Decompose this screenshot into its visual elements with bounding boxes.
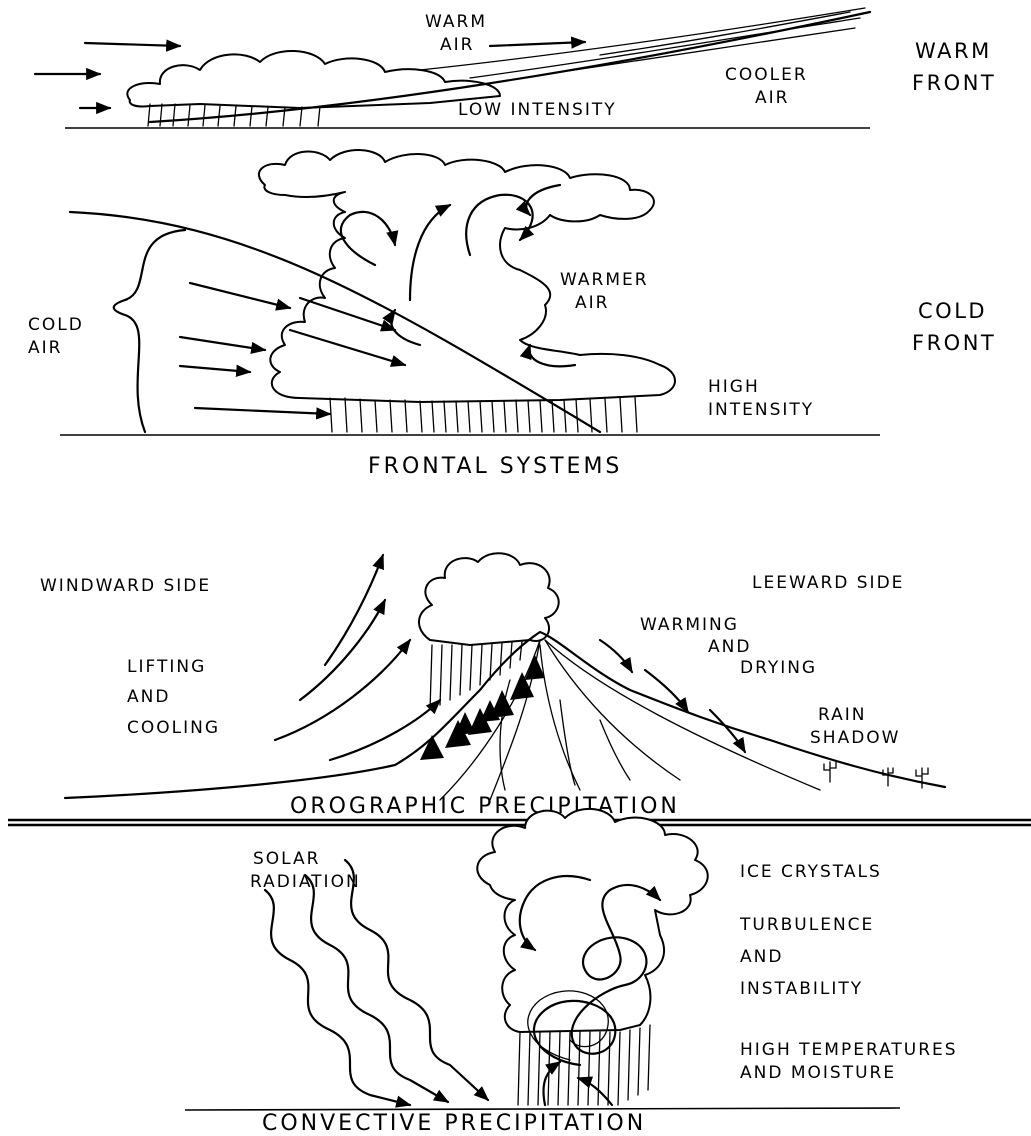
solar-radiation-label-2: RADIATION bbox=[250, 872, 361, 892]
convective-cloud bbox=[477, 809, 707, 1032]
low-intensity-label: LOW INTENSITY bbox=[458, 100, 617, 120]
warmer-air-label: WARMER bbox=[560, 270, 649, 290]
frontal-systems-title: FRONTAL SYSTEMS bbox=[368, 454, 622, 479]
warm-front-panel: WARM AIR COOLER AIR LOW INTENSITY WARM F… bbox=[35, 8, 996, 128]
turbulence-label-2: AND bbox=[740, 947, 783, 967]
cold-front-title-2: FRONT bbox=[912, 331, 996, 355]
high-temperatures-label-2: AND MOISTURE bbox=[740, 1063, 896, 1083]
warmer-air-label-2: AIR bbox=[575, 293, 609, 313]
rain-shadow-label-2: SHADOW bbox=[810, 728, 900, 748]
forest bbox=[420, 655, 545, 760]
orographic-panel: WINDWARD SIDE LEEWARD SIDE LIFTING AND C… bbox=[8, 553, 1031, 825]
convective-panel: SOLAR RADIATION ICE CRYSTALS TURBULENCE … bbox=[185, 809, 958, 1136]
lifting-arrow bbox=[275, 640, 410, 740]
orographic-cloud bbox=[419, 553, 559, 645]
cold-front-panel: COLD AIR WARMER AIR HIGH INTENSITY COLD … bbox=[28, 150, 996, 435]
cooler-air-label-2: AIR bbox=[755, 88, 789, 108]
cold-air-arrow bbox=[195, 408, 330, 414]
convective-title: CONVECTIVE PRECIPITATION bbox=[262, 1111, 646, 1136]
turbulence-label-3: INSTABILITY bbox=[740, 979, 863, 999]
cacti bbox=[824, 762, 928, 788]
drying-arrow bbox=[645, 670, 688, 712]
cooler-air-label: COOLER bbox=[725, 65, 808, 85]
high-intensity-label: HIGH bbox=[708, 377, 760, 397]
warming-label: WARMING bbox=[640, 615, 739, 635]
lifting-arrow bbox=[300, 600, 385, 700]
convective-ground bbox=[185, 1108, 900, 1110]
warming-label-2: AND bbox=[708, 637, 751, 657]
ice-crystals-label: ICE CRYSTALS bbox=[740, 862, 882, 882]
rising-arrow bbox=[543, 1062, 560, 1105]
windward-side-label: WINDWARD SIDE bbox=[40, 576, 211, 596]
warm-front-title: WARM bbox=[915, 39, 992, 63]
turbulence-label: TURBULENCE bbox=[739, 915, 874, 935]
convective-rain bbox=[518, 1025, 650, 1105]
warm-air-arrow bbox=[490, 42, 585, 46]
solar-radiation-label: SOLAR bbox=[253, 849, 320, 869]
orographic-title: OROGRAPHIC PRECIPITATION bbox=[290, 794, 680, 819]
cold-air-arrow bbox=[180, 337, 265, 350]
cold-air-brace bbox=[114, 230, 185, 432]
warm-front-title-2: FRONT bbox=[912, 71, 996, 95]
lifting-arrow bbox=[330, 700, 440, 760]
lifting-label: LIFTING bbox=[127, 657, 206, 677]
cold-air-arrow bbox=[180, 366, 250, 372]
high-temperatures-label: HIGH TEMPERATURES bbox=[740, 1040, 958, 1060]
leeward-side-label: LEEWARD SIDE bbox=[752, 573, 904, 593]
solar-ray bbox=[265, 890, 410, 1105]
lifting-label-2: AND bbox=[127, 687, 170, 707]
warming-label-3: DRYING bbox=[740, 658, 817, 678]
warm-wind-arrow bbox=[85, 43, 180, 46]
orographic-rain bbox=[430, 641, 522, 710]
cold-front-title: COLD bbox=[918, 299, 987, 323]
lifting-label-3: COOLING bbox=[127, 718, 220, 738]
rain-shadow-label: RAIN bbox=[818, 705, 866, 725]
cirrus-streak bbox=[600, 12, 850, 55]
rising-arrow bbox=[578, 1078, 612, 1105]
drying-arrow bbox=[600, 640, 632, 672]
warm-air-label: WARM bbox=[425, 12, 487, 32]
cold-air-label-2: AIR bbox=[28, 338, 62, 358]
cold-air-label: COLD bbox=[28, 315, 84, 335]
high-intensity-label-2: INTENSITY bbox=[708, 400, 814, 420]
warm-front-cloud bbox=[127, 51, 500, 108]
warm-air-label-2: AIR bbox=[440, 35, 474, 55]
cold-air-arrow bbox=[190, 283, 290, 308]
solar-ray bbox=[305, 875, 448, 1102]
solar-ray bbox=[345, 860, 488, 1100]
